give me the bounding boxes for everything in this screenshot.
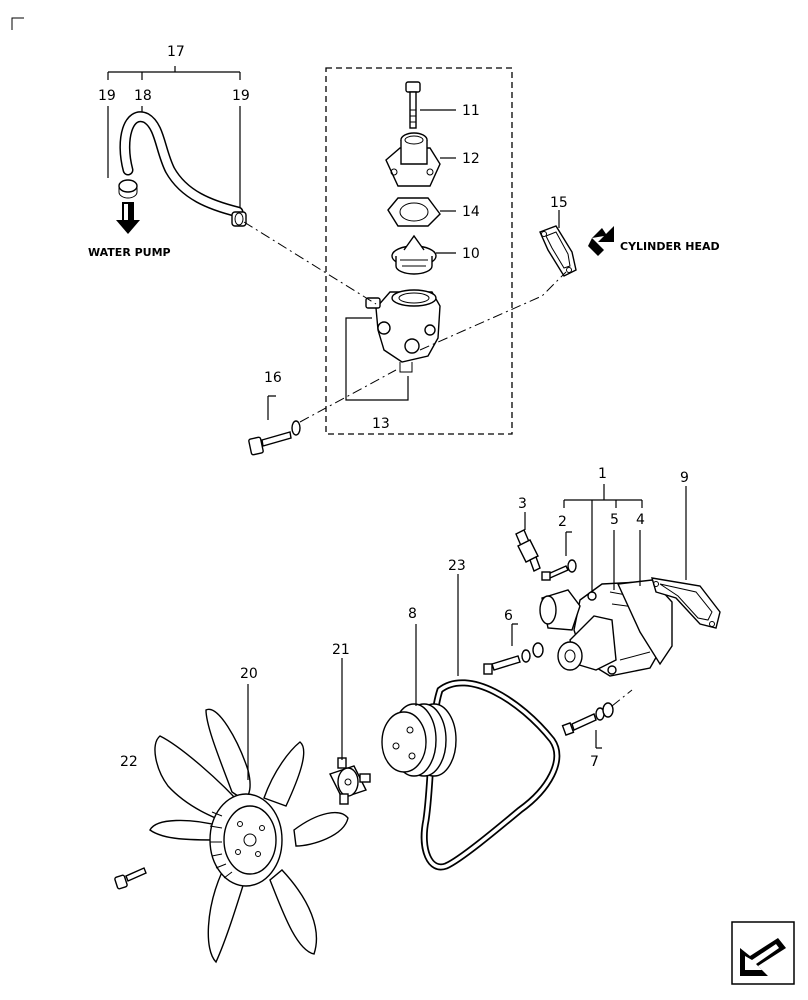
next-page-arrow-icon[interactable] (731, 921, 795, 985)
callout-7: 7 (590, 754, 599, 770)
fan-bolt-22 (114, 867, 147, 890)
callout-5: 5 (610, 512, 619, 528)
callout-9: 9 (680, 470, 689, 486)
gasket-15 (539, 225, 577, 277)
callout-17: 17 (167, 44, 185, 60)
cylinder-head-arrow-icon (588, 226, 614, 256)
water-pump-assembly (539, 579, 673, 677)
cylinder-head-label: CYLINDER HEAD (620, 240, 720, 253)
cooling-fan-20 (149, 708, 349, 964)
corner-mark (11, 17, 24, 30)
callout-13: 13 (372, 416, 390, 432)
callout-23: 23 (448, 558, 466, 574)
callout-4: 4 (636, 512, 645, 528)
alignment-line (299, 369, 397, 423)
callout-19: 19 (98, 88, 116, 104)
callout-6: 6 (504, 608, 513, 624)
water-pump-group: 1 3 2 (114, 466, 721, 964)
callout-18: 18 (134, 88, 152, 104)
hose-clamp (118, 179, 138, 199)
thermostat-group: 17 19 18 19 WATER PUMP (88, 44, 720, 456)
coolant-hose (119, 111, 244, 218)
callout-2: 2 (558, 514, 567, 530)
gasket-9 (651, 577, 721, 629)
callout-21: 21 (332, 642, 350, 658)
water-pump-arrow-icon (116, 202, 140, 234)
gasket-14 (387, 197, 441, 227)
callout-19: 19 (232, 88, 250, 104)
callout-8: 8 (408, 606, 417, 622)
hose-clamp (231, 211, 247, 227)
thermostat-housing-box (325, 67, 513, 435)
fan-pulley-8 (381, 703, 457, 777)
callout-1: 1 (598, 466, 607, 482)
water-outlet-12 (385, 132, 441, 187)
callout-16: 16 (264, 370, 282, 386)
callout-15: 15 (550, 195, 568, 211)
drive-belt-23 (420, 679, 561, 871)
callout-11: 11 (462, 103, 480, 119)
alignment-line (243, 221, 377, 305)
thermostat-10 (391, 234, 437, 275)
callout-20: 20 (240, 666, 258, 682)
bolt-6 (483, 642, 544, 675)
callout-3: 3 (518, 496, 527, 512)
bolt-16 (248, 420, 301, 456)
water-pump-label: WATER PUMP (88, 246, 171, 259)
bolt-7 (561, 702, 614, 736)
fan-spacer-21 (329, 757, 371, 805)
bolt-11 (405, 81, 421, 129)
callout-22: 22 (120, 754, 138, 770)
callout-14: 14 (462, 204, 480, 220)
thermostat-housing-13 (365, 289, 441, 373)
callout-10: 10 (462, 246, 480, 262)
callout-12: 12 (462, 151, 480, 167)
temperature-sensor-3 (515, 529, 541, 572)
bolt-2 (541, 559, 577, 581)
alignment-line (419, 271, 567, 351)
